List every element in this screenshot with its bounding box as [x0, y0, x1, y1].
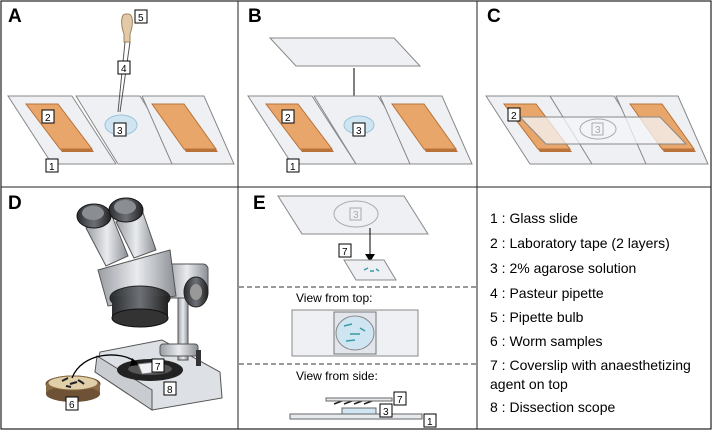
- svg-text:3: 3: [353, 210, 359, 221]
- label-7: 7: [338, 243, 352, 258]
- svg-text:1: 1: [49, 162, 55, 173]
- svg-text:7: 7: [397, 395, 403, 406]
- svg-text:2: 2: [511, 111, 517, 122]
- agarose-pad-outline: [333, 200, 379, 228]
- side-view-coverslip: [325, 397, 393, 402]
- pipette-bulb: [121, 13, 133, 43]
- label-8: 8: [163, 381, 177, 396]
- label-3: 3: [113, 122, 127, 137]
- svg-text:3: 3: [356, 126, 362, 137]
- view-side-label: View from side:: [296, 369, 378, 383]
- svg-text:1: 1: [290, 162, 296, 173]
- svg-text:2: 2: [285, 113, 291, 124]
- svg-text:4: 4: [121, 64, 127, 75]
- worm-samples: [61, 377, 85, 388]
- panel-letter-b: B: [248, 6, 262, 27]
- view-top-label: View from top:: [296, 291, 372, 305]
- tape-right: [151, 103, 217, 150]
- objective-lens: [111, 308, 169, 328]
- legend-item-7: 7 : Coverslip with anaesthetizing: [490, 357, 691, 373]
- svg-text:8: 8: [167, 385, 173, 396]
- svg-text:7: 7: [155, 362, 161, 373]
- cover-slide-assembly: [277, 195, 429, 235]
- label-2: 2: [41, 109, 55, 124]
- svg-text:6: 6: [69, 400, 75, 411]
- scope-base-side: [94, 355, 153, 411]
- agarose-pad-outline: [579, 118, 617, 140]
- panel-letter-d: D: [8, 193, 22, 214]
- panel-letter-a: A: [8, 6, 22, 27]
- coverslip: [343, 259, 397, 281]
- scope-clamp: [159, 343, 199, 357]
- svg-text:1: 1: [427, 417, 433, 428]
- svg-text:3: 3: [383, 407, 389, 418]
- side-view-slide: [289, 413, 423, 420]
- panel-d: D 7 8 6: [8, 193, 223, 411]
- label-1: 1: [423, 413, 437, 428]
- legend-item-7-cont: agent on top: [490, 376, 568, 392]
- label-3-faint: 3: [349, 207, 362, 221]
- svg-text:5: 5: [138, 13, 144, 24]
- panel-e: E 3 7 View from top: View from side: 7 3…: [239, 193, 476, 428]
- label-5: 5: [134, 9, 148, 24]
- legend-item-8: 8 : Dissection scope: [490, 399, 615, 415]
- petri-dish-bottom: [46, 386, 100, 402]
- panel-letter-e: E: [253, 193, 266, 214]
- figure-border: [0, 0, 712, 430]
- tape-right: [391, 103, 457, 150]
- focus-knob-center: [190, 284, 202, 300]
- transfer-arrow: [71, 354, 137, 379]
- label-6: 6: [65, 396, 79, 411]
- legend-item-5: 5 : Pipette bulb: [490, 309, 584, 325]
- pipette-tube-left: [117, 41, 126, 113]
- anaesthetic-worms: [363, 267, 380, 272]
- legend-item-1: 1 : Glass slide: [490, 210, 578, 226]
- top-slide: [268, 37, 422, 67]
- label-2: 2: [507, 107, 521, 122]
- panel-b: B 2 3 1: [247, 6, 473, 173]
- side-view-worms: [333, 400, 373, 405]
- label-4: 4: [117, 60, 131, 75]
- panel-letter-c: C: [487, 6, 501, 27]
- label-3-faint: 3: [591, 122, 604, 136]
- legend-item-4: 4 : Pasteur pipette: [490, 285, 604, 301]
- eyepiece-right-lens: [114, 200, 136, 214]
- label-2: 2: [281, 109, 295, 124]
- side-view-agarose: [341, 407, 377, 415]
- legend-item-3: 3 : 2% agarose solution: [490, 260, 636, 276]
- label-3: 3: [352, 122, 366, 137]
- svg-text:3: 3: [595, 125, 601, 136]
- eyepiece-left-lens: [82, 206, 104, 220]
- svg-text:2: 2: [45, 113, 51, 124]
- label-1: 1: [286, 158, 300, 173]
- scope-knob-post: [196, 350, 201, 366]
- svg-text:3: 3: [117, 126, 123, 137]
- label-7: 7: [151, 358, 165, 373]
- legend-item-6: 6 : Worm samples: [490, 333, 603, 349]
- top-view-worms: [343, 323, 366, 342]
- pipette-tube-right: [119, 41, 131, 113]
- arrow-head-e: [365, 254, 375, 262]
- legend-item-2: 2 : Laboratory tape (2 layers): [490, 235, 670, 251]
- label-7: 7: [393, 391, 407, 406]
- top-view-agarose-pad: [335, 315, 375, 351]
- label-3: 3: [379, 403, 393, 418]
- panel-c: C 3 2: [485, 6, 709, 165]
- label-1: 1: [45, 158, 59, 173]
- panel-a: A 5 4 2 3 1: [7, 6, 235, 173]
- legend: 1 : Glass slide 2 : Laboratory tape (2 l…: [490, 210, 691, 415]
- svg-text:7: 7: [342, 247, 348, 258]
